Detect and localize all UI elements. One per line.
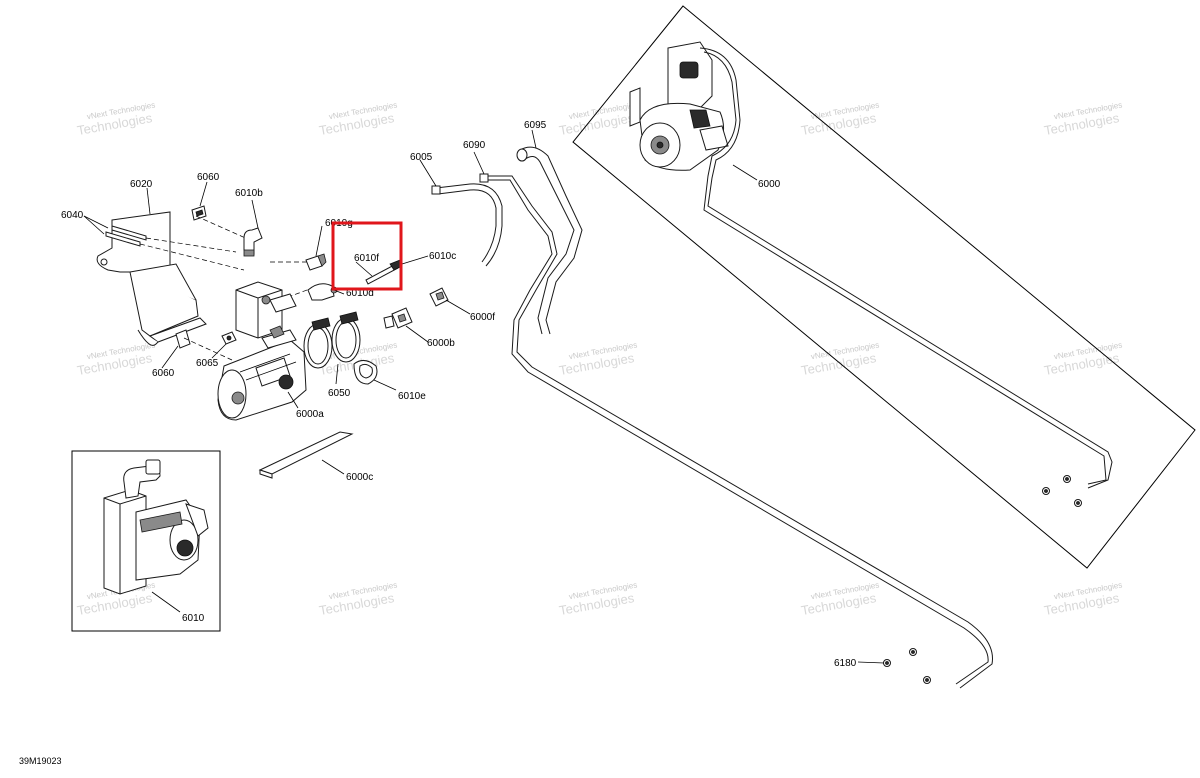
kit-fuel-line[interactable] [699, 47, 1113, 489]
ring-6010e[interactable] [353, 360, 378, 385]
callout-6020[interactable]: 6020 [130, 179, 153, 190]
kit-pump-assembly[interactable] [629, 41, 729, 171]
callout-6000a[interactable]: 6000a [296, 409, 324, 420]
callout-6010[interactable]: 6010 [182, 613, 205, 624]
highlight-box-6010f [331, 221, 403, 291]
callout-6090[interactable]: 6090 [463, 140, 486, 151]
callout-6005[interactable]: 6005 [410, 152, 433, 163]
assembly-guide-lines [139, 215, 319, 361]
watermark: vNext Technologies Technologies [1043, 580, 1123, 618]
bracket-6020[interactable] [96, 211, 207, 346]
elbow-6010b[interactable] [243, 227, 263, 257]
callout-6065[interactable]: 6065 [196, 358, 219, 369]
watermark: vNext Technologies Technologies [800, 580, 880, 618]
inset-pump-6010[interactable] [103, 459, 209, 595]
hose-6090[interactable] [479, 173, 993, 689]
callout-6180[interactable]: 6180 [834, 658, 857, 669]
callout-6060-bottom[interactable]: 6060 [152, 368, 175, 379]
inset-6010-outline [71, 450, 221, 632]
watermark: vNext Technologies Technologies [558, 100, 638, 138]
callout-6000c[interactable]: 6000c [346, 472, 373, 483]
callout-6060-top[interactable]: 6060 [197, 172, 220, 183]
plate-6000c[interactable] [258, 431, 354, 479]
watermark: vNext Technologies Technologies [1043, 100, 1123, 138]
callout-6010f[interactable]: 6010f [354, 253, 379, 264]
watermark: vNext Technologies Technologies [558, 580, 638, 618]
watermark: vNext Technologies Technologies [558, 340, 638, 378]
kit-fuel-line-inner [703, 51, 1107, 485]
callout-6000f[interactable]: 6000f [470, 312, 495, 323]
callout-6000[interactable]: 6000 [758, 179, 781, 190]
nut-6065[interactable] [221, 331, 237, 345]
watermark: vNext Technologies Technologies [1043, 340, 1123, 378]
watermark: vNext Technologies Technologies [318, 580, 398, 618]
watermark: vNext Technologies Technologies [318, 100, 398, 138]
watermark: vNext Technologies Technologies [76, 340, 156, 378]
kit-6000-outline [572, 5, 1196, 569]
callout-6010c[interactable]: 6010c [429, 251, 456, 262]
watermark: vNext Technologies Technologies [76, 100, 156, 138]
hose-6095[interactable] [516, 146, 583, 335]
fitting-6000b[interactable] [383, 307, 413, 329]
callout-6010d[interactable]: 6010d [346, 288, 374, 299]
bolts-6040[interactable] [105, 225, 147, 247]
pump-6000a[interactable] [217, 325, 307, 421]
callout-6040[interactable]: 6040 [61, 210, 84, 221]
callout-6050[interactable]: 6050 [328, 388, 351, 399]
fitting-6000f[interactable] [429, 287, 449, 307]
nuts-6180[interactable] [883, 648, 931, 684]
watermark-layer: vNext Technologies Technologies vNext Te… [76, 100, 1123, 618]
watermark: vNext Technologies Technologies [800, 100, 880, 138]
clamps-6050[interactable] [303, 311, 361, 369]
callout-6000b[interactable]: 6000b [427, 338, 455, 349]
bolt-6060-top[interactable] [191, 205, 207, 221]
valve-block[interactable] [235, 281, 297, 339]
bolt-6060-bottom[interactable] [175, 329, 191, 349]
kit-nuts [1042, 475, 1082, 507]
callout-6010b[interactable]: 6010b [235, 188, 263, 199]
document-id: 39M19023 [19, 756, 62, 766]
watermark: vNext Technologies Technologies [800, 340, 880, 378]
callout-6010e[interactable]: 6010e [398, 391, 426, 402]
callout-6095[interactable]: 6095 [524, 120, 547, 131]
fitting-6010g[interactable] [305, 253, 327, 271]
